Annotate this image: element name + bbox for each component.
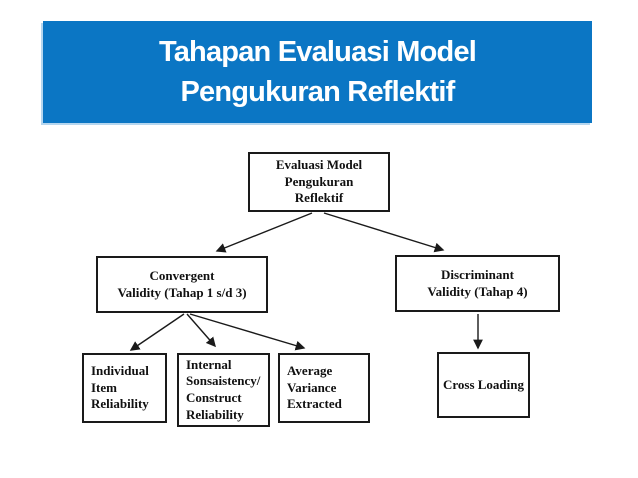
slide-title: Tahapan Evaluasi Model Pengukuran Reflek…: [158, 35, 477, 108]
arrow-convergent-to-average: [189, 313, 306, 351]
node-evaluasi-model-pengukuran-reflektif: Evaluasi Model Pengukuran Reflektif: [248, 152, 390, 212]
arrow-convergent-to-internal: [186, 313, 216, 348]
node-average-variance-extracted: Average Variance Extracted: [278, 353, 370, 423]
title-banner: Tahapan Evaluasi Model Pengukuran Reflek…: [43, 21, 592, 123]
arrow-root-to-convergent: [215, 212, 313, 253]
node-internal-consistency-construct-reliability: Internal Sonsaistency/ Construct Reliabi…: [177, 353, 270, 427]
node-convergent-validity: Convergent Validity (Tahap 1 s/d 3): [96, 256, 268, 313]
node-individual-item-reliability: Individual Item Reliability: [82, 353, 167, 423]
arrow-root-to-discriminant: [323, 212, 445, 253]
node-cross-loading: Cross Loading: [437, 352, 530, 418]
arrow-convergent-to-individual: [129, 313, 185, 351]
node-discriminant-validity: Discriminant Validity (Tahap 4): [395, 255, 560, 312]
